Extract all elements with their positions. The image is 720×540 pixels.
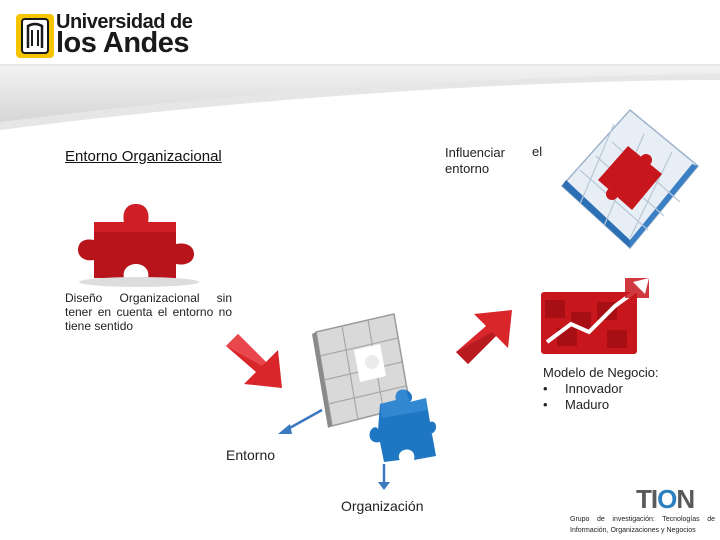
business-model-list: Innovador Maduro <box>543 381 693 413</box>
page-title: Entorno Organizacional <box>65 148 222 165</box>
tion-logo: TION <box>636 484 694 515</box>
logo-line2: los Andes <box>56 27 189 60</box>
label-organizacion: Organización <box>341 498 424 514</box>
blue-arrow-organizacion-icon <box>374 462 394 492</box>
tion-prefix: TI <box>636 484 657 514</box>
business-model-heading: Modelo de Negocio: <box>543 365 693 381</box>
influence-text: Influenciar entorno <box>445 145 520 177</box>
influence-word-el: el <box>532 145 542 159</box>
business-model: Modelo de Negocio: Innovador Maduro <box>543 365 693 413</box>
red-puzzle-piece-icon <box>64 182 224 288</box>
growth-chart-icon <box>537 272 657 358</box>
tion-power-icon: O <box>657 484 676 514</box>
red-arrow-up-right-icon <box>452 306 516 368</box>
tion-suffix: N <box>676 484 694 514</box>
puzzle-cube-icon <box>560 108 700 250</box>
red-arrow-right-down-icon <box>222 330 286 392</box>
label-entorno: Entorno <box>226 447 275 463</box>
design-caption: Diseño Organizacional sin tener en cuent… <box>65 291 232 333</box>
list-item: Innovador <box>543 381 693 397</box>
list-item: Maduro <box>543 397 693 413</box>
university-crest-icon <box>14 12 56 62</box>
blue-puzzle-piece-icon <box>366 386 438 462</box>
blue-arrow-entorno-icon <box>276 406 326 438</box>
research-group-caption: Grupo de investigación: Tecnologías de I… <box>570 514 715 536</box>
